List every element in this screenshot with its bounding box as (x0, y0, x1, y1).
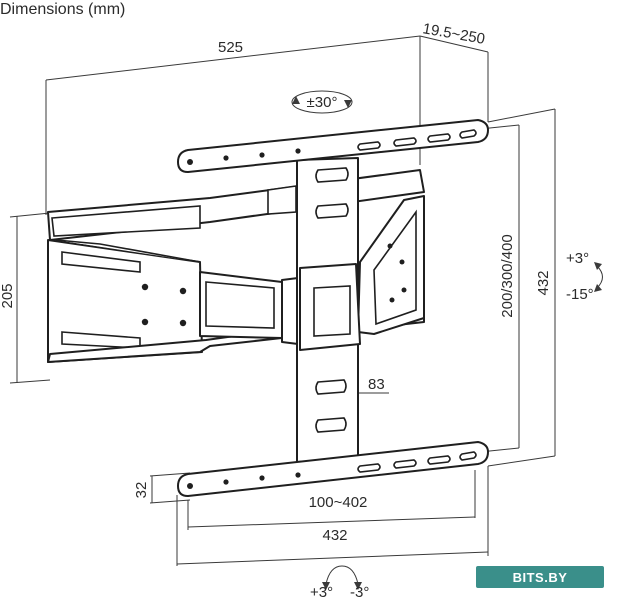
upper-wall-rail (47, 169, 425, 241)
lower-tv-rail (177, 441, 489, 497)
dimension-width-label: 525 (218, 39, 243, 56)
level-rotation-indicator: +3° -3° (310, 565, 369, 599)
swivel-rotation-indicator: ±30° (291, 90, 353, 114)
dimension-rail-32: 32 (133, 472, 191, 504)
dimension-rail-width-432: 432 (176, 466, 489, 566)
watermark: BITS.BY (476, 566, 604, 588)
dimension-arm-label: 205 (0, 283, 16, 308)
watermark-label: BITS.BY (513, 570, 568, 585)
diagram-title: Dimensions (mm) (0, 1, 125, 18)
articulating-arm (199, 195, 425, 345)
dimension-arm-205: 205 (0, 212, 51, 384)
dimension-bar-83: 83 (357, 376, 389, 394)
dimension-height-label: 432 (535, 270, 552, 295)
level-plus-label: +3° (310, 584, 333, 599)
upper-tv-rail (177, 119, 489, 173)
dimension-rail-width-label: 432 (322, 527, 347, 544)
dimension-height-432: 432 (487, 108, 556, 467)
dimension-width-525: 525 (45, 35, 421, 215)
dimension-vesa-vertical-label: 200/300/400 (499, 234, 516, 317)
dimension-depth: 19.5~250 (419, 20, 489, 122)
vertical-tv-bracket (296, 157, 361, 463)
dimension-vesa-horizontal-label: 100~402 (309, 494, 368, 511)
swivel-label: ±30° (307, 94, 338, 111)
level-minus-label: -3° (350, 584, 369, 599)
dimension-rail-height-label: 32 (133, 482, 150, 499)
dimension-vesa-horizontal: 100~402 (187, 470, 476, 530)
tilt-rotation-indicator: +3° -15° (566, 250, 603, 303)
tilt-up-label: +3° (566, 250, 589, 267)
dimension-bar-label: 83 (368, 376, 385, 393)
dimension-vesa-vertical: 200/300/400 (479, 124, 520, 453)
tilt-down-label: -15° (566, 286, 594, 303)
